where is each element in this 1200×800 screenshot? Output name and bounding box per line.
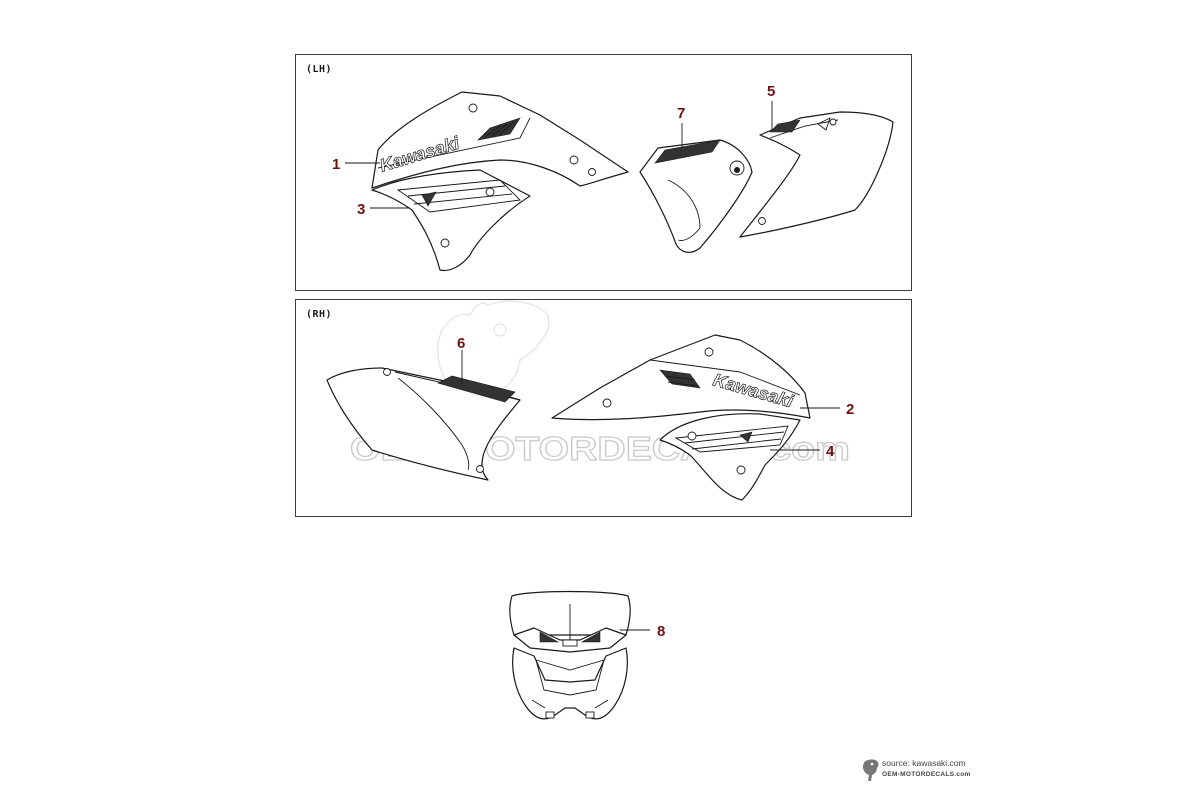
part-7-lh-side-panel-decal <box>639 139 753 253</box>
part-2-rh-shroud-decal: Kawasaki <box>551 334 811 421</box>
panel-right-hand: (RH) <box>295 299 912 517</box>
svg-text:1: 1 <box>332 156 340 173</box>
svg-text:3: 3 <box>357 201 365 218</box>
callout-3: 3 <box>357 201 410 218</box>
callout-8: 8 <box>620 623 665 640</box>
part-8-headlight-cowl-decal <box>509 590 631 720</box>
decal-stripe-graphic-rh <box>659 369 701 389</box>
part-4-rh-lower-shroud-decal <box>659 413 801 501</box>
svg-text:5: 5 <box>767 83 775 100</box>
panel-label-rh: (RH) <box>306 309 333 320</box>
svg-text:4: 4 <box>826 443 835 460</box>
panel-left-hand: (LH) <box>295 54 912 291</box>
part-5-lh-side-number-plate-decal <box>739 111 894 238</box>
part-1-lh-shroud-decal: Kawasaki <box>371 91 629 189</box>
svg-text:2: 2 <box>846 401 854 418</box>
part-3-lh-lower-shroud-decal <box>371 169 531 272</box>
brand-text: OEM-MOTORDECALS.com <box>882 771 971 778</box>
decal-stripe-graphic <box>477 117 521 141</box>
svg-text:6: 6 <box>457 335 465 352</box>
part-6-rh-side-panel-decal <box>326 367 521 481</box>
svg-text:8: 8 <box>657 623 665 640</box>
source-text: source: kawasaki.com <box>882 758 966 768</box>
callout-2: 2 <box>800 401 854 418</box>
callout-5: 5 <box>767 83 775 130</box>
svg-text:7: 7 <box>677 105 685 122</box>
panel-label-lh: (LH) <box>306 64 333 75</box>
callout-1: 1 <box>332 156 380 173</box>
callout-7: 7 <box>677 105 685 148</box>
source-attribution: source: kawasaki.com OEM-MOTORDECALS.com <box>860 757 980 783</box>
callout-4: 4 <box>770 443 835 460</box>
bird-logo-icon <box>863 759 879 781</box>
callout-6: 6 <box>457 335 465 384</box>
